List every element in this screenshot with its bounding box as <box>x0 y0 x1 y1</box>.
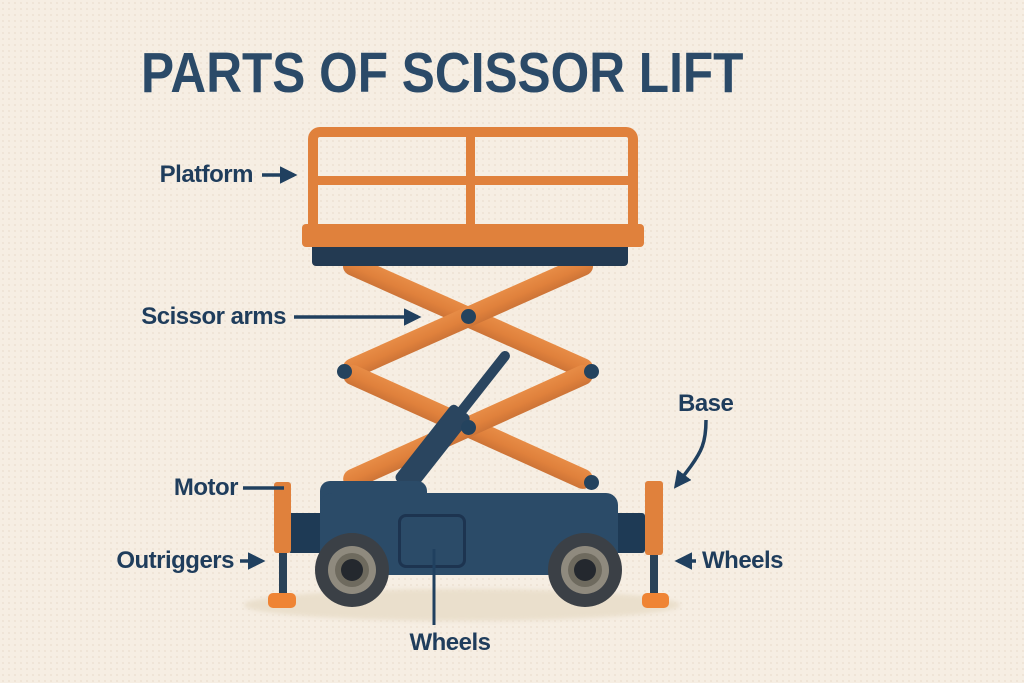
wheel-right-hub <box>574 559 596 581</box>
outrigger-right-foot <box>642 593 669 608</box>
pivot-pin-middle-left <box>337 364 352 379</box>
outrigger-left-foot <box>268 593 296 608</box>
wheel-left-hub <box>341 559 363 581</box>
pivot-pin-bottom-right <box>584 475 599 490</box>
scissor-arms-label: Scissor arms <box>141 303 286 330</box>
outrigger-left-leg <box>279 552 287 596</box>
outrigger-right-leg <box>650 554 658 596</box>
railing-mid-post <box>466 130 475 226</box>
chassis-access-panel <box>398 514 466 568</box>
pivot-pin-upper-cross <box>461 309 476 324</box>
page-title: PARTS OF SCISSOR LIFT <box>141 41 744 105</box>
motor-label: Motor <box>173 474 239 501</box>
base-label: Base <box>678 390 734 417</box>
pivot-pin-lower-cross <box>461 420 476 435</box>
platform-deck <box>302 224 644 247</box>
ground-shadow <box>244 589 680 621</box>
wheels-bottom-label: Wheels <box>409 629 491 656</box>
wheels-right-label: Wheels <box>702 547 784 574</box>
outriggers-label: Outriggers <box>116 547 234 574</box>
outrigger-right-post <box>645 481 663 555</box>
platform-label: Platform <box>159 161 254 188</box>
pivot-pin-middle-right <box>584 364 599 379</box>
base-arrow <box>673 419 708 489</box>
outrigger-left-post <box>274 482 291 553</box>
platform-underframe <box>312 246 628 266</box>
